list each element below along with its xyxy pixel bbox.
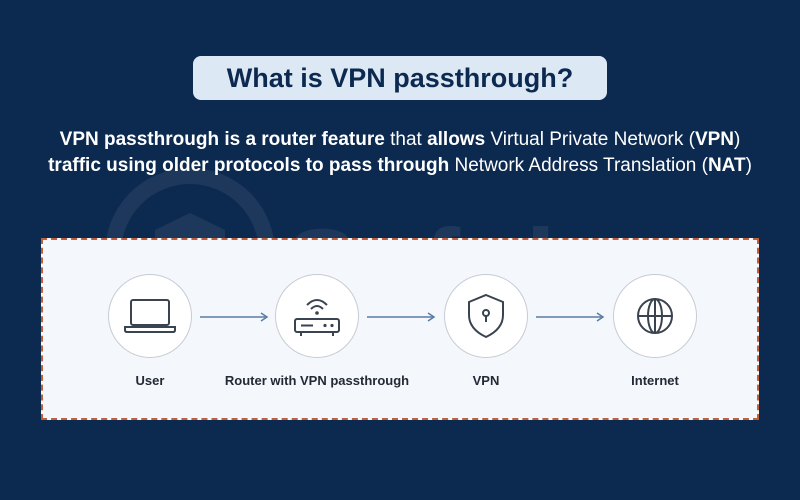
page-title-text: What is VPN passthrough? — [226, 62, 574, 93]
vpn-node — [444, 274, 528, 358]
description-segment: ) — [734, 129, 741, 150]
page-title: What is VPN passthrough? — [193, 56, 607, 100]
router-label: Router with VPN passthrough — [224, 373, 410, 388]
vpn-label: VPN — [472, 373, 500, 388]
internet-label: Internet — [631, 373, 679, 388]
description-text: VPN passthrough is a router feature that… — [40, 127, 760, 179]
description-segment: that — [384, 129, 428, 150]
description-segment: allows — [427, 129, 486, 150]
laptop-icon — [124, 299, 176, 333]
diagram-panel: User Router with VPN passthrough VPN — [41, 238, 759, 420]
description-segment: VPN — [694, 129, 735, 150]
router-node — [275, 274, 359, 358]
user-label: User — [135, 373, 165, 388]
description-segment: ) — [745, 155, 752, 176]
description-segment: traffic using older protocols to pass th… — [48, 155, 450, 176]
user-node — [108, 274, 192, 358]
router-icon — [294, 299, 340, 336]
arrow-icon — [200, 312, 269, 322]
description-segment: Virtual Private Network ( — [485, 129, 695, 150]
description-segment: Network Address Translation ( — [449, 155, 708, 176]
arrow-icon — [367, 312, 436, 322]
description-segment: VPN passthrough is a router feature — [59, 129, 385, 150]
description-segment: NAT — [707, 155, 746, 176]
arrow-icon — [536, 312, 605, 322]
internet-node — [613, 274, 697, 358]
shield-icon — [468, 293, 504, 339]
globe-icon — [637, 298, 673, 334]
